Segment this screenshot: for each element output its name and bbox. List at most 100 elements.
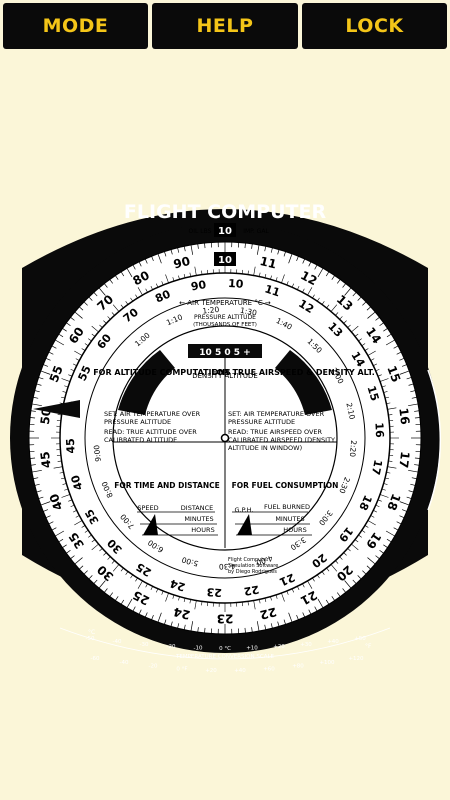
time-label: 5:00 <box>180 555 199 568</box>
outer-tick <box>79 565 84 570</box>
outer-tick <box>362 301 367 306</box>
outer-tick <box>126 598 133 608</box>
outer-tick <box>51 345 57 349</box>
center-disc <box>112 325 338 551</box>
outer-tick <box>296 256 299 262</box>
temp-c-value: 0 °C <box>219 646 231 652</box>
inner-scale-number: 10 <box>228 277 245 291</box>
temp-c-value: -40 <box>113 639 122 645</box>
inner-tick <box>61 494 71 498</box>
inner-tick <box>326 567 330 572</box>
inner-tick <box>367 520 376 526</box>
inner-tick <box>57 460 62 462</box>
temp-c-value: +50 <box>354 636 366 642</box>
inner-tick <box>125 301 129 305</box>
outer-tick <box>342 283 346 288</box>
temp-f-value: +100 <box>319 660 335 666</box>
outer-tick <box>270 623 273 629</box>
outer-tick <box>144 612 148 618</box>
time-label: 2:20 <box>348 440 358 458</box>
inner-tick <box>155 283 159 288</box>
outer-tick <box>399 370 410 375</box>
outer-tick <box>55 339 65 346</box>
inner-tick <box>370 358 375 361</box>
outer-tick <box>55 530 65 537</box>
outer-tick <box>31 403 42 407</box>
inner-scale-number: 15 <box>364 384 381 402</box>
outer-tick <box>352 579 357 584</box>
inner-tick <box>373 363 378 366</box>
outer-tick <box>410 390 416 393</box>
outer-tick <box>317 598 324 608</box>
outer-tick <box>408 403 419 407</box>
inner-tick <box>335 312 339 316</box>
outer-tick <box>408 383 414 386</box>
outer-scale-number: 18 <box>384 492 403 513</box>
temp-c-value: +10 <box>246 646 258 652</box>
outer-tick <box>33 477 39 480</box>
inner-tick <box>358 338 362 342</box>
outer-tick <box>164 619 167 625</box>
inner-tick <box>84 530 89 533</box>
inner-scale-number: 16 <box>372 422 386 438</box>
inner-tick <box>377 499 382 502</box>
inner-tick <box>189 599 191 604</box>
outer-tick <box>283 619 286 625</box>
lock-button[interactable]: LOCK <box>302 3 447 49</box>
inner-tick <box>387 466 397 469</box>
inner-tick <box>302 583 305 588</box>
inner-tick <box>72 510 77 513</box>
inner-tick <box>375 504 380 508</box>
inner-tick <box>150 285 153 290</box>
outer-tick <box>362 570 367 575</box>
outer-tick <box>93 579 98 584</box>
outer-tick <box>270 247 273 253</box>
outer-tick <box>104 588 108 593</box>
outer-tick <box>336 592 341 597</box>
inner-tick <box>367 350 376 356</box>
inner-tick <box>364 348 369 351</box>
inner-tick <box>321 571 325 575</box>
inner-tick <box>165 592 169 602</box>
inner-tick <box>135 294 138 299</box>
outer-tick <box>244 243 246 249</box>
inner-tick <box>281 274 285 284</box>
outer-tick <box>33 396 39 399</box>
outer-scale-number: 55 <box>47 364 66 385</box>
inner-scale-number: 18 <box>356 493 374 512</box>
outer-tick <box>151 256 154 262</box>
time-distance-heading: FOR TIME AND DISTANCE <box>114 481 220 490</box>
outer-tick <box>58 333 64 338</box>
mode-button[interactable]: MODE <box>3 3 148 49</box>
outer-tick <box>45 515 51 519</box>
inner-tick <box>107 556 111 560</box>
outer-tick <box>132 606 136 612</box>
outer-tick <box>256 244 260 255</box>
outer-tick <box>410 483 416 486</box>
outer-tick <box>302 258 306 264</box>
outer-scale-number: 90 <box>172 254 192 272</box>
outer-tick <box>325 271 330 277</box>
temperature-conversion-scale[interactable]: TEMPERATURE CONVERSION SCALE °C °F -50-4… <box>59 627 391 674</box>
air-temperature-label: ← AIR TEMPERATURE °C → <box>179 299 271 307</box>
outer-tick <box>115 275 119 280</box>
inner-tick <box>343 320 347 324</box>
help-button[interactable]: HELP <box>152 3 298 49</box>
inner-tick <box>81 348 86 351</box>
time-label: 1:30 <box>239 306 257 318</box>
outer-tick <box>98 580 106 589</box>
inner-tick <box>383 483 388 485</box>
outer-scale-number: 17 <box>396 451 412 469</box>
fuel-consumption-diagram: G.P.H. FUEL BURNED MINUTES HOURS <box>232 503 312 536</box>
flight-computer[interactable]: FLIGHT COMPUTER 101112131415161718192021… <box>0 175 450 675</box>
outer-tick <box>190 621 194 632</box>
outer-tick <box>120 271 125 277</box>
temp-c-value: -50 <box>86 636 95 642</box>
outer-scale-number: 16 <box>396 407 412 425</box>
svg-text:Simulation Software: Simulation Software <box>228 563 278 569</box>
inner-tick <box>330 564 338 572</box>
fuel-consumption-heading: FOR FUEL CONSUMPTION <box>232 481 339 490</box>
inner-tick <box>247 601 249 606</box>
outer-tick <box>344 287 352 296</box>
outer-tick <box>383 544 388 548</box>
